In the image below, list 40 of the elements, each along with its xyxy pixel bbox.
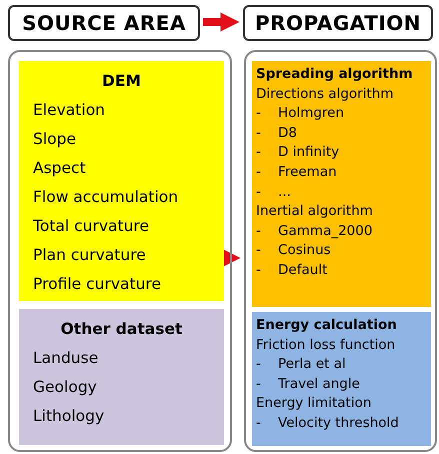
dataset-box: [19, 61, 224, 301]
item-label: Total curvature: [33, 216, 150, 237]
item-label: Friction loss function: [256, 336, 396, 355]
list-item: - D8: [256, 124, 298, 143]
heading: PROPAGATION: [254, 11, 422, 35]
item-label: Inertial algorithm: [256, 202, 374, 222]
item-label: Landuse: [33, 348, 100, 369]
item-label: Plan curvature: [33, 245, 147, 266]
item-label: Elevation: [33, 100, 106, 121]
header-box: [8, 5, 200, 41]
dataset-box: [19, 309, 224, 445]
list-item: - Perla et al: [256, 355, 347, 374]
list-item: - Cosinus: [256, 241, 332, 260]
list-item: - ...: [256, 182, 292, 202]
arrow: [203, 12, 240, 32]
list-item: - D infinity: [256, 143, 340, 162]
item-label: Slope: [33, 129, 78, 150]
item-label: Profile curvature: [33, 274, 162, 295]
list-item: - Travel angle: [256, 374, 361, 394]
heading: Spreading algorithm: [256, 65, 414, 84]
item-label: Geology: [33, 377, 98, 398]
algorithm-box: [252, 312, 431, 446]
list-item: - Default: [256, 260, 328, 280]
header-box: [243, 5, 433, 41]
algorithm-box: [252, 61, 431, 307]
panel-outline: [244, 50, 437, 452]
heading: DEM: [101, 71, 142, 92]
list-item: - Freeman: [256, 162, 338, 182]
list-item: - Holmgren: [256, 104, 346, 124]
heading: SOURCE AREA: [22, 11, 186, 35]
item-label: Flow accumulation: [33, 187, 180, 208]
heading: Other dataset: [60, 319, 184, 340]
list-item: - Gamma_2000: [256, 222, 374, 241]
item-label: Energy limitation: [256, 394, 372, 414]
panel-outline: [8, 50, 232, 452]
heading: Energy calculation: [256, 316, 398, 335]
item-label: Lithology: [33, 406, 106, 427]
item-label: Aspect: [33, 158, 87, 179]
list-item: - Velocity threshold: [256, 414, 400, 433]
item-label: Directions algorithm: [256, 84, 394, 104]
